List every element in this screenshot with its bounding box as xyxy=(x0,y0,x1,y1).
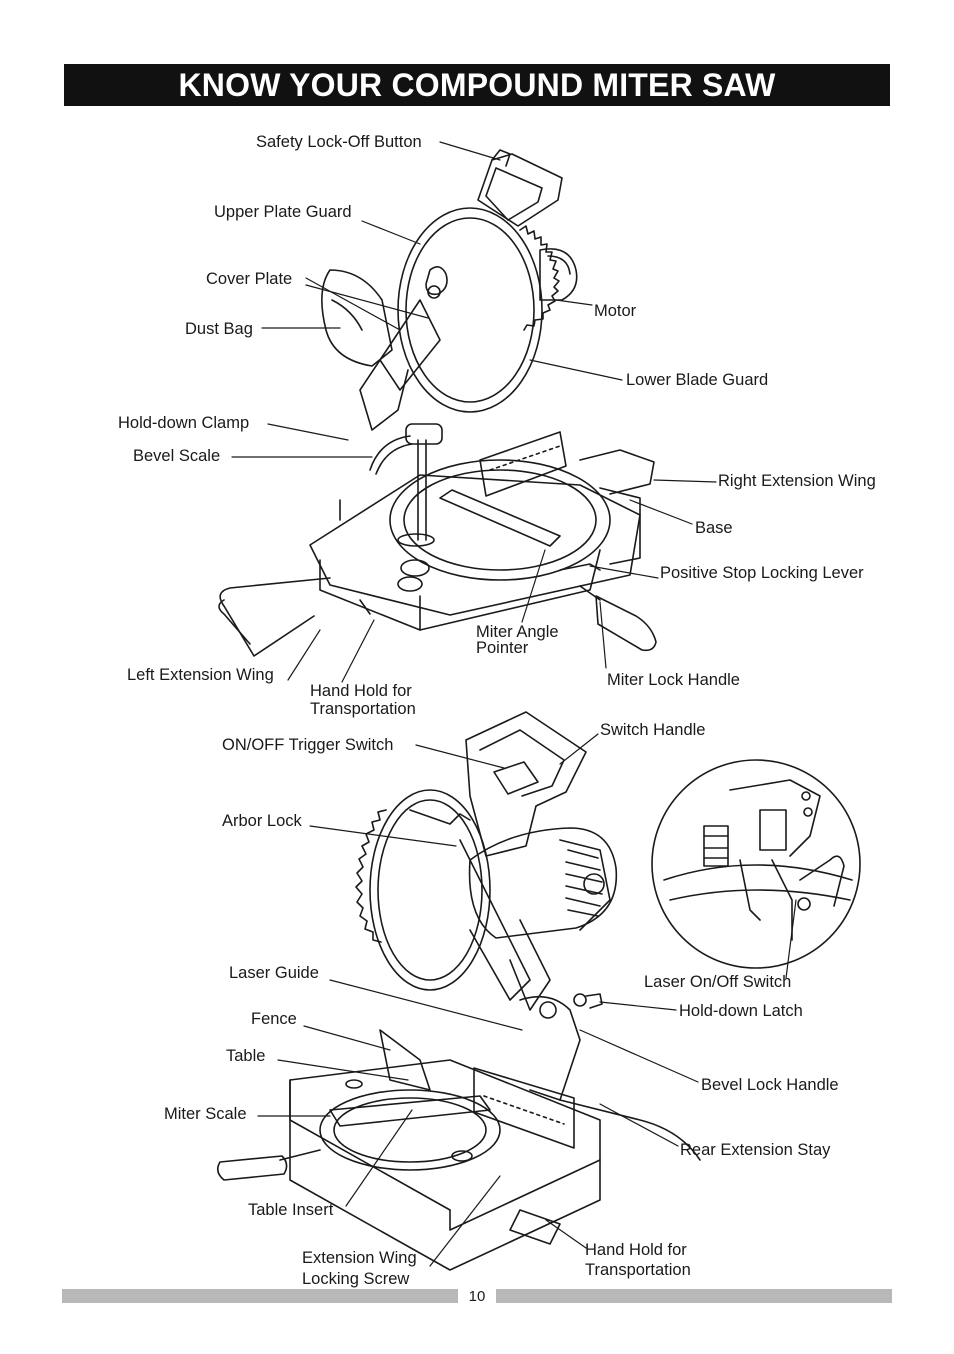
label-miter-angle-pointer: Miter Angle xyxy=(476,623,559,641)
label-motor: Motor xyxy=(594,302,637,320)
label-cover-plate: Cover Plate xyxy=(206,270,293,288)
label-bevel-lock-handle: Bevel Lock Handle xyxy=(701,1076,839,1094)
label-miter-angle-pointer-line2: Pointer xyxy=(476,639,529,657)
label-hold-down-clamp: Hold-down Clamp xyxy=(118,414,250,432)
label-extension-wing-locking-screw-line2: Locking Screw xyxy=(302,1270,410,1288)
label-positive-stop-locking-lever: Positive Stop Locking Lever xyxy=(660,564,864,582)
label-hand-hold-lower-line2: Transportation xyxy=(585,1261,691,1279)
lower-saw-drawing xyxy=(216,711,701,1271)
label-on-off-trigger-switch: ON/OFF Trigger Switch xyxy=(222,736,394,754)
label-hand-hold-lower: Hand Hold for xyxy=(585,1241,687,1259)
label-laser-on-off-switch: Laser On/Off Switch xyxy=(644,973,792,991)
label-right-extension-wing: Right Extension Wing xyxy=(718,472,876,490)
label-hand-hold-upper: Hand Hold for xyxy=(310,682,412,700)
page-title: KNOW YOUR COMPOUND MITER SAW xyxy=(64,64,890,106)
label-bevel-scale: Bevel Scale xyxy=(133,447,221,465)
label-extension-wing-locking-screw: Extension Wing xyxy=(302,1249,417,1267)
label-safety-lock-off-button: Safety Lock-Off Button xyxy=(256,133,422,151)
label-switch-handle: Switch Handle xyxy=(600,721,706,739)
lower-leader-lines xyxy=(257,733,797,1267)
label-miter-lock-handle: Miter Lock Handle xyxy=(607,671,740,689)
label-left-extension-wing: Left Extension Wing xyxy=(127,666,274,684)
inset-detail-drawing xyxy=(651,759,861,969)
upper-saw-drawing xyxy=(218,149,657,657)
footer-bar-right xyxy=(496,1289,892,1303)
label-base: Base xyxy=(695,519,733,537)
label-rear-extension-stay: Rear Extension Stay xyxy=(680,1141,831,1159)
label-laser-guide: Laser Guide xyxy=(229,964,319,982)
upper-leader-lines xyxy=(231,141,717,683)
footer-bar-left xyxy=(62,1289,458,1303)
label-hand-hold-upper-line2: Transportation xyxy=(310,700,416,718)
label-dust-bag: Dust Bag xyxy=(185,320,253,338)
label-hold-down-latch: Hold-down Latch xyxy=(679,1002,803,1020)
label-lower-blade-guard: Lower Blade Guard xyxy=(626,371,769,389)
label-upper-plate-guard: Upper Plate Guard xyxy=(214,203,352,221)
label-miter-scale: Miter Scale xyxy=(164,1105,247,1123)
label-fence: Fence xyxy=(251,1010,297,1028)
label-table: Table xyxy=(226,1047,266,1065)
page-number: 10 xyxy=(468,1288,486,1305)
label-arbor-lock: Arbor Lock xyxy=(222,812,302,830)
label-table-insert: Table Insert xyxy=(248,1201,334,1219)
